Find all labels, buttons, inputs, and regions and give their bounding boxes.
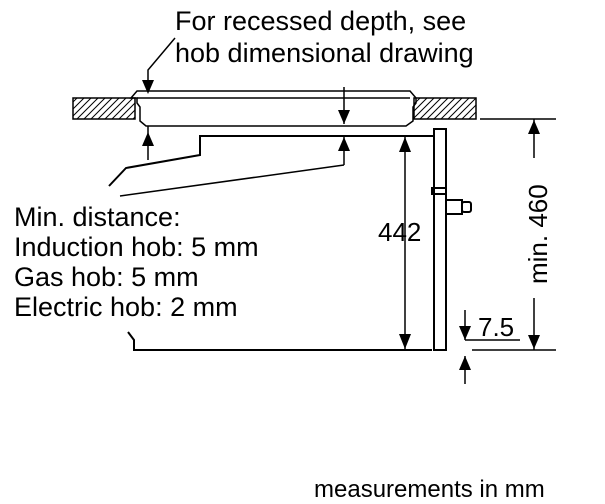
worktop-left (72, 97, 136, 120)
worktop-right (413, 97, 477, 120)
offset-7-5-label: 7.5 (478, 312, 514, 342)
induction-hob-distance: Induction hob: 5 mm (14, 232, 259, 262)
min-distance-arrows (119, 87, 350, 197)
depth-442-label: 442 (378, 217, 421, 247)
oven-body (108, 128, 472, 351)
min-distance-title: Min. distance: (14, 202, 181, 232)
dimension-7-5 (459, 310, 520, 384)
gas-hob-distance: Gas hob: 5 mm (14, 262, 199, 292)
hob-outline (129, 90, 417, 127)
recess-note-line1: For recessed depth, see (175, 6, 466, 36)
units-footnote: measurements in mm (314, 476, 545, 503)
dimension-442 (399, 136, 411, 350)
electric-hob-distance: Electric hob: 2 mm (14, 292, 238, 322)
recess-arrow (142, 37, 176, 94)
recess-note-line2: hob dimensional drawing (175, 38, 474, 68)
min-460-label: min. 460 (523, 184, 553, 284)
dimension-min-460 (472, 118, 556, 351)
